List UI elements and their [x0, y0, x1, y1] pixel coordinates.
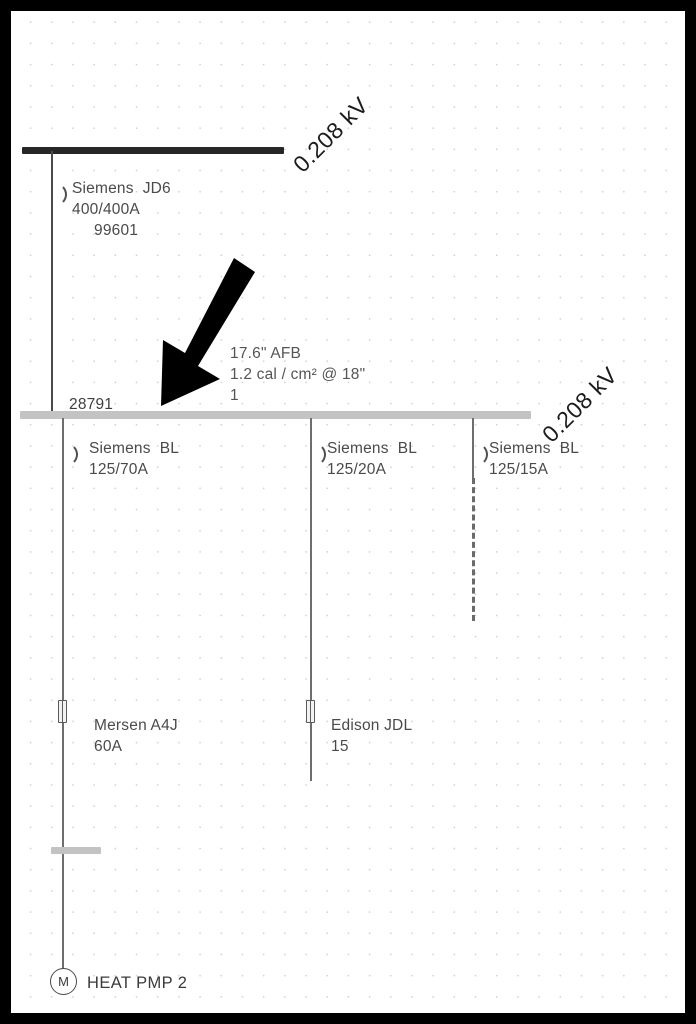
- branch-1-breaker-model: Siemens BL: [89, 440, 180, 457]
- branch-2-device-rating: 15: [331, 738, 349, 755]
- arc-flash-incident-energy: 1.2 cal / cm² @ 18": [230, 366, 366, 383]
- main-feeder-conductor: [51, 151, 53, 413]
- branch-1-motor-symbol[interactable]: M: [50, 968, 77, 995]
- branch-3-breaker-model: Siemens BL: [489, 440, 580, 457]
- main-breaker-tag: 99601: [94, 222, 139, 239]
- branch-3-breaker-rating: 125/15A: [489, 461, 549, 478]
- branch-1-device-model: Mersen A4J: [94, 717, 178, 734]
- main-breaker-symbol[interactable]: [52, 183, 67, 206]
- main-bus[interactable]: [20, 411, 531, 419]
- branch-1-breaker-rating: 125/70A: [89, 461, 149, 478]
- branch-2-conductor: [310, 418, 312, 781]
- branch-2-breaker-symbol[interactable]: [311, 443, 326, 466]
- branch-1-load-name: HEAT PMP 2: [87, 974, 188, 992]
- branch-2-breaker-model: Siemens BL: [327, 440, 418, 457]
- branch-2-device-model: Edison JDL: [331, 717, 413, 734]
- main-breaker-rating: 400/400A: [72, 201, 140, 218]
- branch-1-sub-bus[interactable]: [51, 847, 101, 854]
- branch-1-device-rating: 60A: [94, 738, 123, 755]
- annotation-arrow-icon: [161, 258, 255, 406]
- branch-1-conductor: [62, 418, 64, 971]
- top-bus[interactable]: [22, 147, 284, 154]
- arc-flash-ppe-category: 1: [230, 387, 239, 404]
- branch-1-fuse-symbol[interactable]: [58, 700, 67, 723]
- motor-symbol-letter: M: [58, 974, 69, 989]
- branch-1-breaker-symbol[interactable]: [63, 443, 78, 466]
- dot-grid-background: [11, 11, 685, 1013]
- branch-3-dashed-conductor: [472, 478, 475, 621]
- branch-2-fuse-symbol[interactable]: [306, 700, 315, 723]
- branch-3-breaker-symbol[interactable]: [473, 443, 488, 466]
- main-bus-id: 28791: [69, 396, 114, 413]
- main-breaker-model: Siemens JD6: [72, 180, 171, 197]
- branch-2-breaker-rating: 125/20A: [327, 461, 387, 478]
- arc-flash-boundary: 17.6" AFB: [230, 345, 302, 362]
- diagram-sheet: 0.208 kV Siemens JD6 400/400A 99601 17.6…: [11, 11, 685, 1013]
